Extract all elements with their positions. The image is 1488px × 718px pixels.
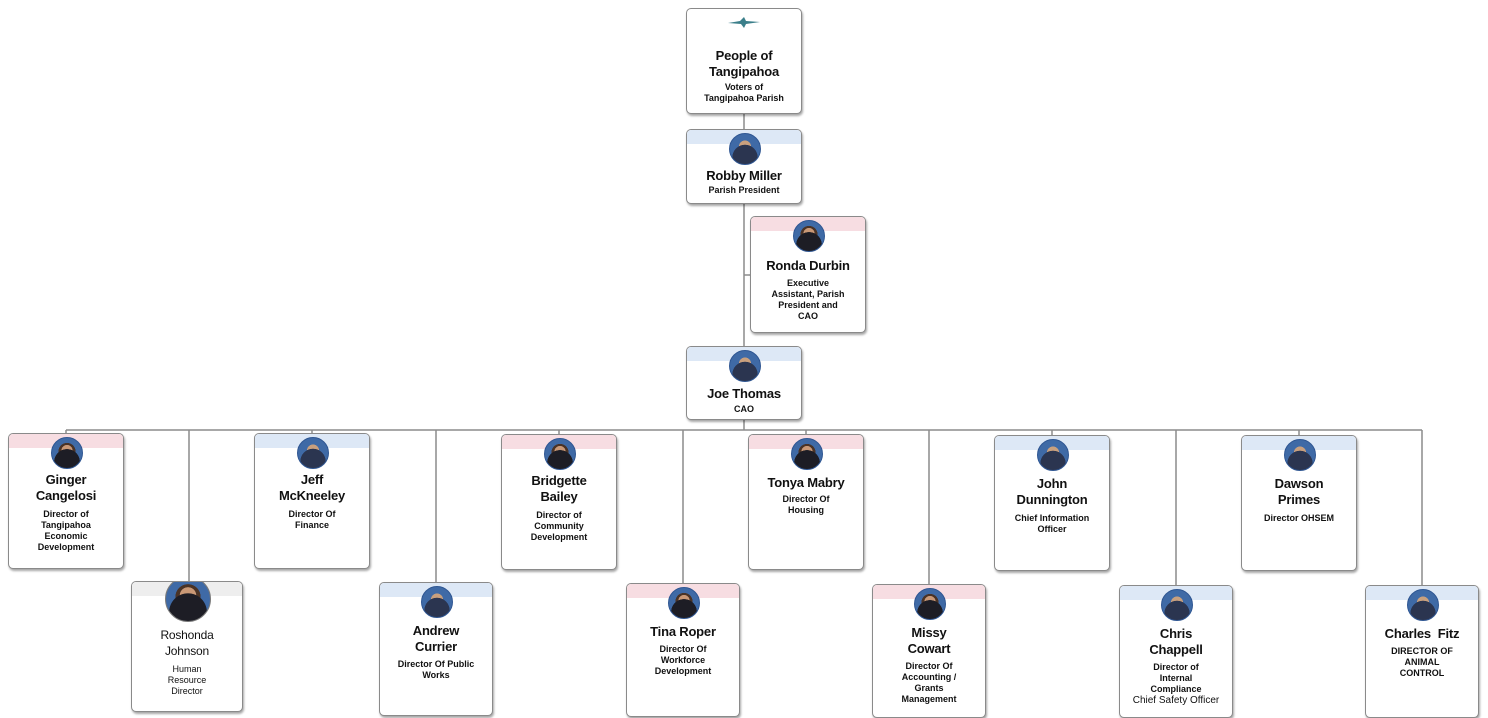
node-name: Joe Thomas xyxy=(707,386,781,401)
node-title: Director OHSEM xyxy=(1263,513,1334,523)
node-name: Jeff McKneeley xyxy=(278,472,346,503)
node-name: Tina Roper xyxy=(650,624,716,639)
node-title: Director Of Accounting / Grants Manageme… xyxy=(901,661,957,704)
node-name: Charles Fitz xyxy=(1384,626,1460,641)
avatar-icon xyxy=(297,437,329,469)
node-title: Human Resource Director xyxy=(167,664,207,696)
avatar-icon xyxy=(51,437,83,469)
avatar-icon xyxy=(668,587,700,619)
node-title: Director Of Finance xyxy=(288,509,336,530)
node-tina-roper: Tina Roper Director Of Workforce Develop… xyxy=(626,583,740,717)
avatar-icon xyxy=(729,133,761,165)
node-title: Director of Internal Compliance xyxy=(1150,662,1202,694)
node-title: CAO xyxy=(734,404,754,414)
node-dawson-primes: Dawson Primes Director OHSEM xyxy=(1241,435,1357,571)
node-chris-chappell: Chris Chappell Director of Internal Comp… xyxy=(1119,585,1233,718)
node-title: Executive Assistant, Parish President an… xyxy=(771,278,845,321)
node-missy-cowart: Missy Cowart Director Of Accounting / Gr… xyxy=(872,584,986,718)
node-charles-fitz: Charles Fitz DIRECTOR OF ANIMAL CONTROL xyxy=(1365,585,1479,718)
node-name: Robby Miller xyxy=(706,168,782,183)
node-title: Director of Community Development xyxy=(530,510,588,542)
node-title: Director Of Housing xyxy=(782,494,830,515)
node-extra-title: Chief Safety Officer xyxy=(1132,695,1220,706)
node-jeff-mckneeley: Jeff McKneeley Director Of Finance xyxy=(254,433,370,569)
avatar-icon xyxy=(1284,439,1316,471)
node-ginger-cangelosi: Ginger Cangelosi Director of Tangipahoa … xyxy=(8,433,124,569)
node-name: Missy Cowart xyxy=(907,625,951,656)
parish-logo-icon xyxy=(728,17,760,28)
node-name: Ginger Cangelosi xyxy=(35,472,97,503)
avatar-icon xyxy=(165,582,211,622)
node-name: John Dunnington xyxy=(1016,476,1088,507)
node-name: Roshonda Johnson xyxy=(160,628,214,658)
node-title: DIRECTOR OF ANIMAL CONTROL xyxy=(1391,646,1453,678)
node-joe-thomas: Joe Thomas CAO xyxy=(686,346,802,420)
avatar-icon xyxy=(729,350,761,382)
node-robby-miller: Robby Miller Parish President xyxy=(686,129,802,204)
node-title: Chief Information Officer xyxy=(1014,513,1090,534)
node-name: Bridgette Bailey xyxy=(531,473,587,504)
node-john-dunnington: John Dunnington Chief Information Office… xyxy=(994,435,1110,571)
avatar-icon xyxy=(1161,589,1193,621)
node-name: Tonya Mabry xyxy=(767,475,845,490)
avatar-icon xyxy=(793,220,825,252)
node-ronda-durbin: Ronda Durbin Executive Assistant, Parish… xyxy=(750,216,866,333)
node-bridgette-bailey: Bridgette Bailey Director of Community D… xyxy=(501,434,617,570)
avatar-icon xyxy=(1407,589,1439,621)
avatar-icon xyxy=(1037,439,1069,471)
node-title: Director Of Public Works xyxy=(397,659,475,680)
node-name: Chris Chappell xyxy=(1149,626,1203,657)
node-name: Andrew Currier xyxy=(412,623,460,654)
node-name: Ronda Durbin xyxy=(766,258,850,273)
node-name: Dawson Primes xyxy=(1274,476,1324,507)
node-title: Voters of Tangipahoa Parish xyxy=(704,82,784,103)
node-andrew-currier: Andrew Currier Director Of Public Works xyxy=(379,582,493,716)
avatar-icon xyxy=(421,586,453,618)
avatar-icon xyxy=(914,588,946,620)
node-people-of-tangipahoa: People of Tangipahoa Voters of Tangipaho… xyxy=(686,8,802,114)
node-title: Director of Tangipahoa Economic Developm… xyxy=(37,509,95,552)
avatar-icon xyxy=(544,438,576,470)
node-name: People of Tangipahoa xyxy=(709,48,779,79)
node-tonya-mabry: Tonya Mabry Director Of Housing xyxy=(748,434,864,570)
node-title: Parish President xyxy=(708,185,780,195)
avatar-icon xyxy=(791,438,823,470)
node-roshonda-johnson: Roshonda Johnson Human Resource Director xyxy=(131,581,243,712)
node-title: Director Of Workforce Development xyxy=(654,644,712,676)
